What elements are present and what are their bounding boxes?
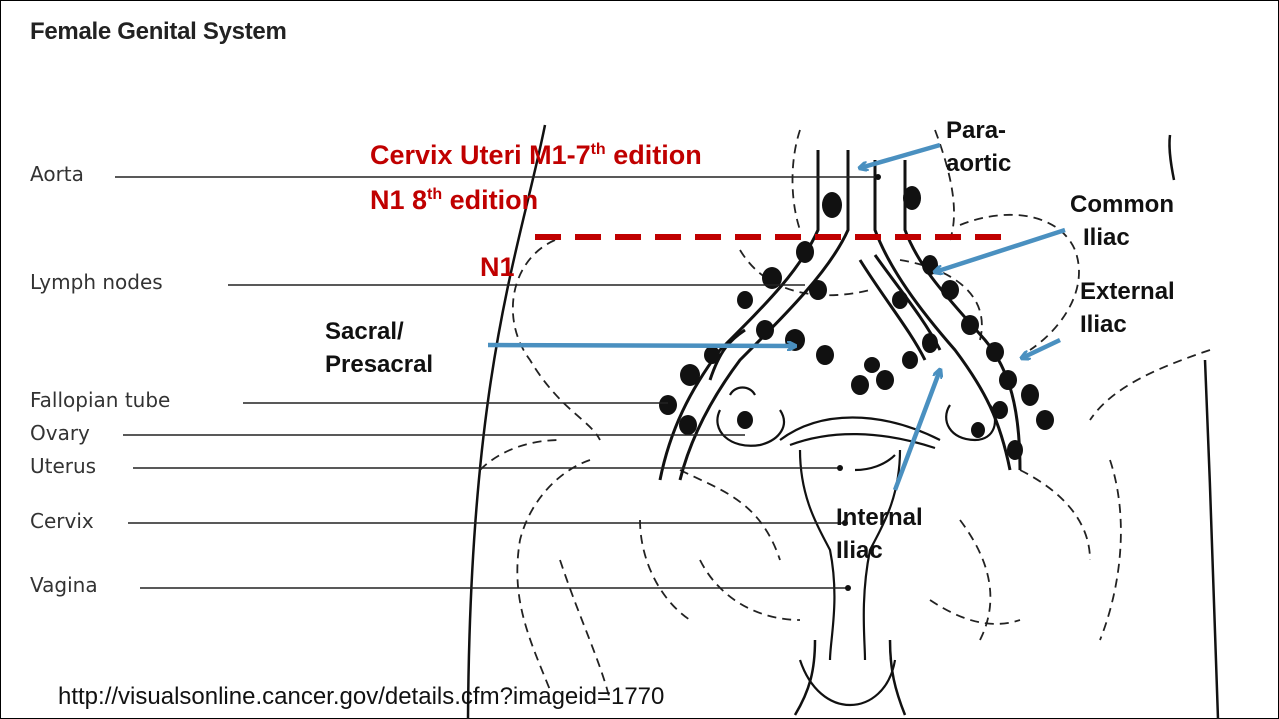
sacral-line-2: Presacral <box>325 348 433 381</box>
para-aortic-line-2: aortic <box>946 147 1011 180</box>
staging-line-1-tail: edition <box>606 140 702 170</box>
label-ovary: Ovary <box>30 421 90 445</box>
sacral-line-1: Sacral/ <box>325 315 433 348</box>
internal-iliac-line-1: Internal <box>836 501 923 534</box>
staging-line-2-tail: edition <box>442 185 538 215</box>
staging-line-2: N1 8th edition <box>370 185 538 216</box>
para-aortic-line-1: Para- <box>946 114 1011 147</box>
para-aortic-label: Para- aortic <box>946 114 1011 180</box>
external-iliac-label: External Iliac <box>1080 275 1175 341</box>
source-url: http://visualsonline.cancer.gov/details.… <box>58 683 664 711</box>
arrow-sacral <box>488 345 795 346</box>
label-aorta: Aorta <box>30 162 84 186</box>
staging-line-2-sup: th <box>427 186 442 203</box>
label-fallopian-tube: Fallopian tube <box>30 388 170 412</box>
label-vagina: Vagina <box>30 573 98 597</box>
label-uterus: Uterus <box>30 454 96 478</box>
staging-line-1: Cervix Uteri M1-7th edition <box>370 140 702 171</box>
arrow-internal-iliac <box>895 370 940 490</box>
staging-line-2-main: N1 8 <box>370 185 427 215</box>
page-title: Female Genital System <box>30 18 286 46</box>
leader-lines <box>115 177 878 588</box>
staging-line-1-main: Cervix Uteri M1-7 <box>370 140 591 170</box>
staging-line-1-sup: th <box>591 141 606 158</box>
label-lymph-nodes: Lymph nodes <box>30 270 163 294</box>
arrow-para-aortic <box>860 145 940 168</box>
label-cervix: Cervix <box>30 509 94 533</box>
internal-iliac-label: Internal Iliac <box>836 501 923 567</box>
n1-label: N1 <box>480 252 515 283</box>
external-iliac-line-2: Iliac <box>1080 308 1175 341</box>
external-iliac-line-1: External <box>1080 275 1175 308</box>
common-iliac-line-1: Common <box>1070 188 1174 221</box>
sacral-label: Sacral/ Presacral <box>325 315 433 381</box>
internal-iliac-line-2: Iliac <box>836 534 923 567</box>
common-iliac-label: Common Iliac <box>1070 188 1174 254</box>
common-iliac-line-2: Iliac <box>1070 221 1174 254</box>
arrow-external-iliac <box>1022 340 1060 358</box>
